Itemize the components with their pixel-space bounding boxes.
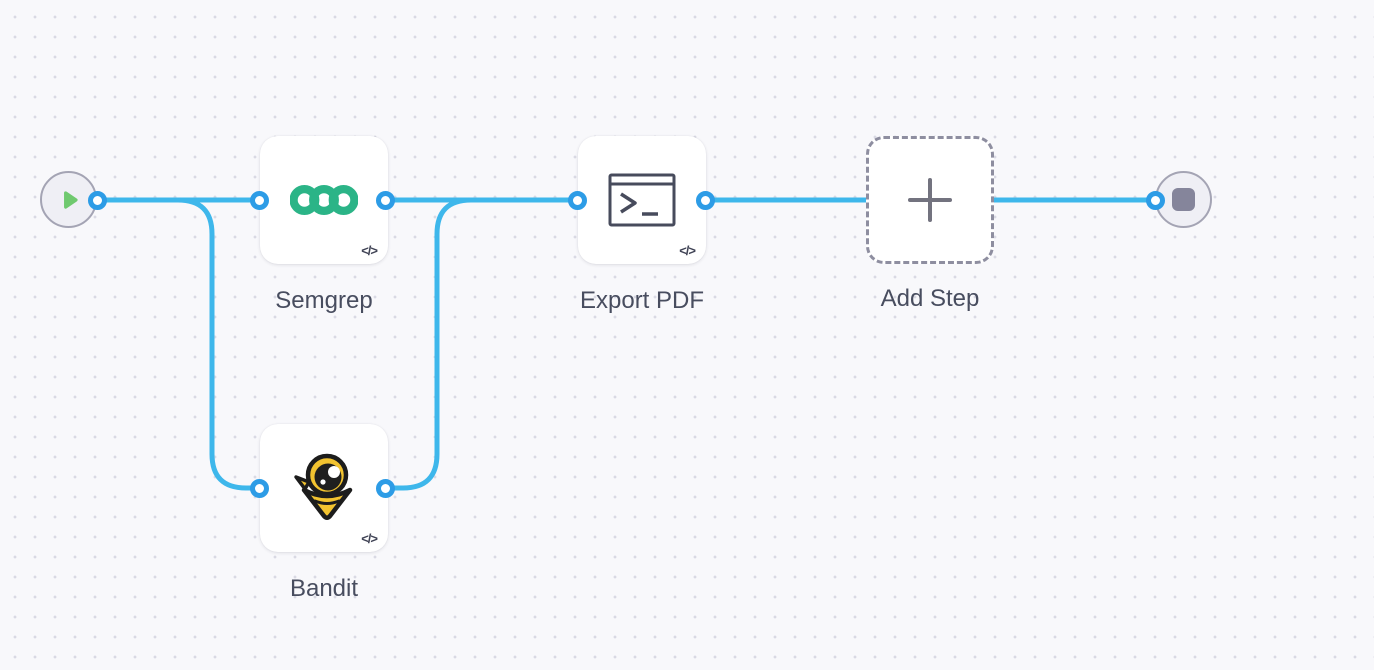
port-end-in[interactable] — [1145, 190, 1165, 210]
add-step-node[interactable] — [866, 136, 994, 264]
node-label-bandit: Bandit — [289, 575, 359, 602]
port-bandit-out[interactable] — [375, 478, 395, 498]
edge-start-bandit[interactable] — [94, 197, 262, 491]
play-icon — [57, 187, 83, 213]
port-semgrep-in[interactable] — [249, 190, 269, 210]
port-export-pdf-in[interactable] — [567, 190, 587, 210]
stop-icon — [1172, 188, 1195, 211]
code-badge-icon: </> — [361, 243, 378, 258]
code-badge-icon: </> — [361, 531, 378, 546]
edge-bandit-export-pdf[interactable] — [382, 197, 580, 491]
node-export-pdf[interactable]: </> — [578, 136, 706, 264]
plus-icon — [907, 177, 953, 223]
node-label-add-step: Add Step — [880, 285, 980, 312]
port-export-pdf-out[interactable] — [695, 190, 715, 210]
code-badge-icon: </> — [679, 243, 696, 258]
end-node[interactable] — [1155, 171, 1212, 228]
port-bandit-in[interactable] — [249, 478, 269, 498]
terminal-icon — [578, 136, 706, 264]
node-label-semgrep: Semgrep — [275, 287, 373, 314]
node-semgrep[interactable]: </> — [260, 136, 388, 264]
node-label-export-pdf: Export PDF — [579, 287, 705, 314]
bandit-mascot-logo-icon — [260, 424, 388, 552]
port-semgrep-out[interactable] — [375, 190, 395, 210]
semgrep-rings-logo-icon — [260, 136, 388, 264]
node-bandit[interactable]: </> — [260, 424, 388, 552]
port-start-out[interactable] — [87, 190, 107, 210]
